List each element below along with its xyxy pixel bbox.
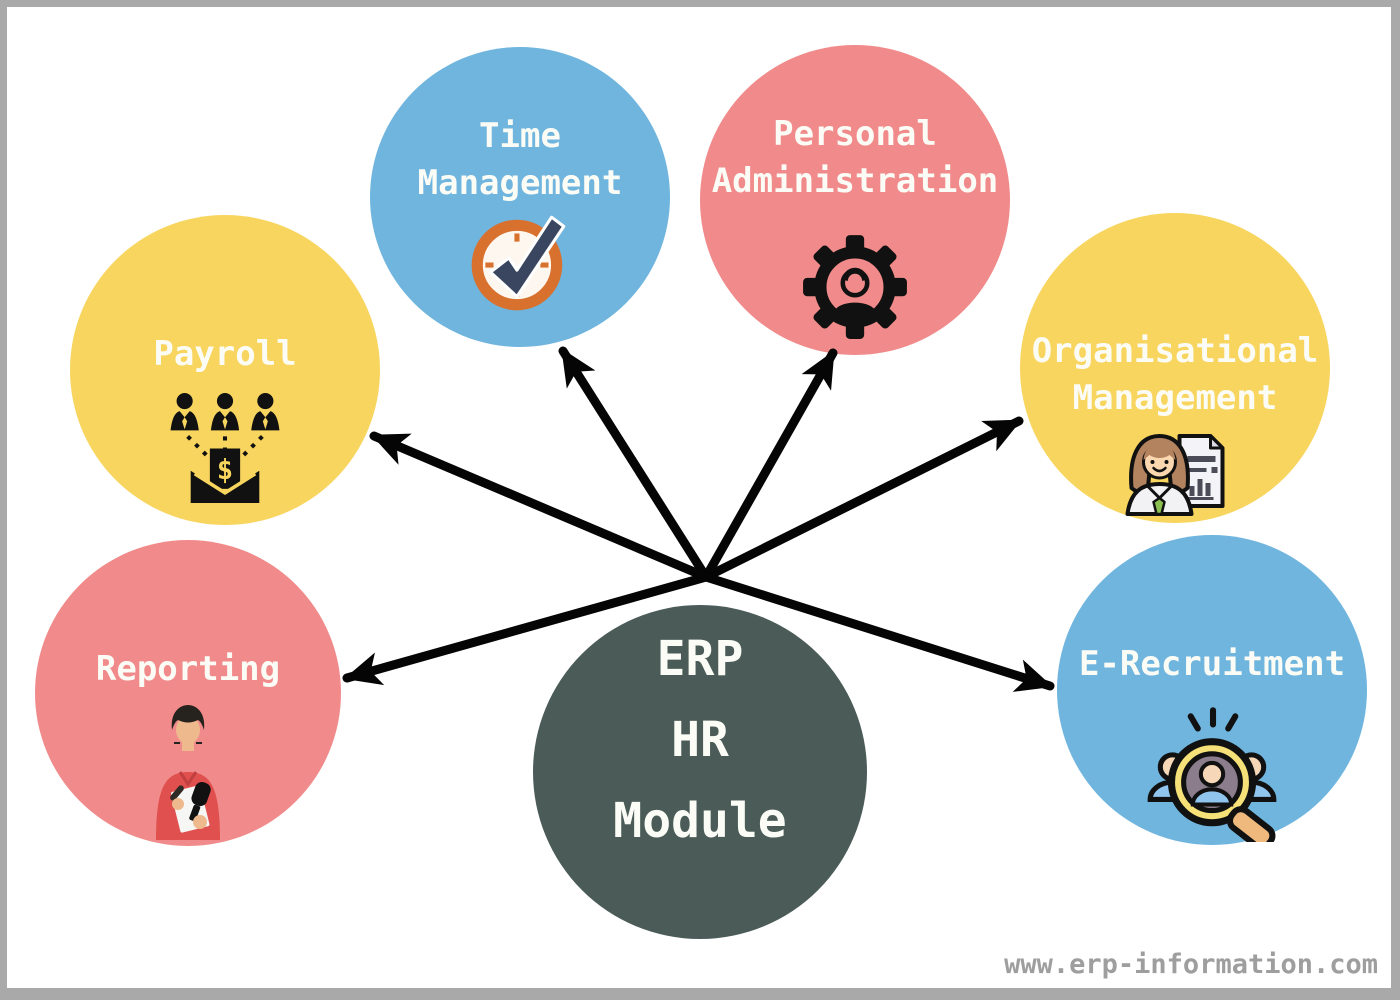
node-label: Reporting <box>96 646 280 693</box>
dollar-symbol: $ <box>217 455 233 486</box>
node-label-line: E-Recruitment <box>1078 644 1346 684</box>
center-label-line: ERP <box>656 631 744 687</box>
node-label-line: Payroll <box>153 334 297 374</box>
arrow-center-to-payroll <box>369 431 711 582</box>
node-time-management: Time Management <box>370 47 670 347</box>
node-label-line: Management <box>417 163 623 203</box>
watermark: www.erp-information.com <box>1004 949 1378 980</box>
node-icon-wrap <box>799 229 911 345</box>
diagram-canvas: Time Management Personal <box>7 7 1391 988</box>
node-icon-wrap <box>1136 690 1288 851</box>
center-label-line: Module <box>613 793 787 849</box>
node-label-line: Reporting <box>95 649 281 689</box>
node-label: Organisational Management <box>1032 328 1319 422</box>
clock-check-icon <box>471 215 566 311</box>
arrow-center-to-organisational-management <box>701 416 1024 582</box>
magnifier-people-icon <box>1147 707 1277 851</box>
node-label-line: Organisational <box>1031 331 1319 371</box>
node-icon-wrap <box>1117 416 1233 520</box>
node-label: Time Management <box>418 113 623 207</box>
employee-document-icon <box>1125 434 1225 516</box>
node-organisational-management: Organisational Management <box>1020 213 1330 523</box>
node-erp-hr-module: ERP HR Module <box>533 605 867 939</box>
node-icon-wrap <box>138 700 238 844</box>
node-label-line: Personal <box>773 114 937 154</box>
node-label: Payroll <box>153 331 296 378</box>
payroll-distribution-icon: $ <box>170 393 280 503</box>
arrow-center-to-personal-administration <box>701 348 838 582</box>
node-label-line: Management <box>1072 378 1278 418</box>
node-reporting: Reporting <box>35 540 341 846</box>
node-label-line: Time <box>479 116 561 156</box>
node-personal-administration: Personal Administration <box>700 45 1010 355</box>
node-icon-wrap: $ <box>159 390 291 508</box>
node-icon-wrap <box>464 207 576 323</box>
node-label: E-Recruitment <box>1079 641 1345 688</box>
node-e-recruitment: E-Recruitment <box>1057 535 1367 851</box>
center-label-line: HR <box>671 712 729 768</box>
node-label: Personal Administration <box>712 111 999 205</box>
node-label-line: Administration <box>711 161 999 201</box>
reporter-icon <box>156 705 220 840</box>
center-label: ERP HR Module <box>613 619 786 862</box>
gear-person-icon <box>803 235 907 339</box>
arrow-center-to-time-management <box>558 346 711 582</box>
node-payroll: Payroll <box>70 215 380 525</box>
